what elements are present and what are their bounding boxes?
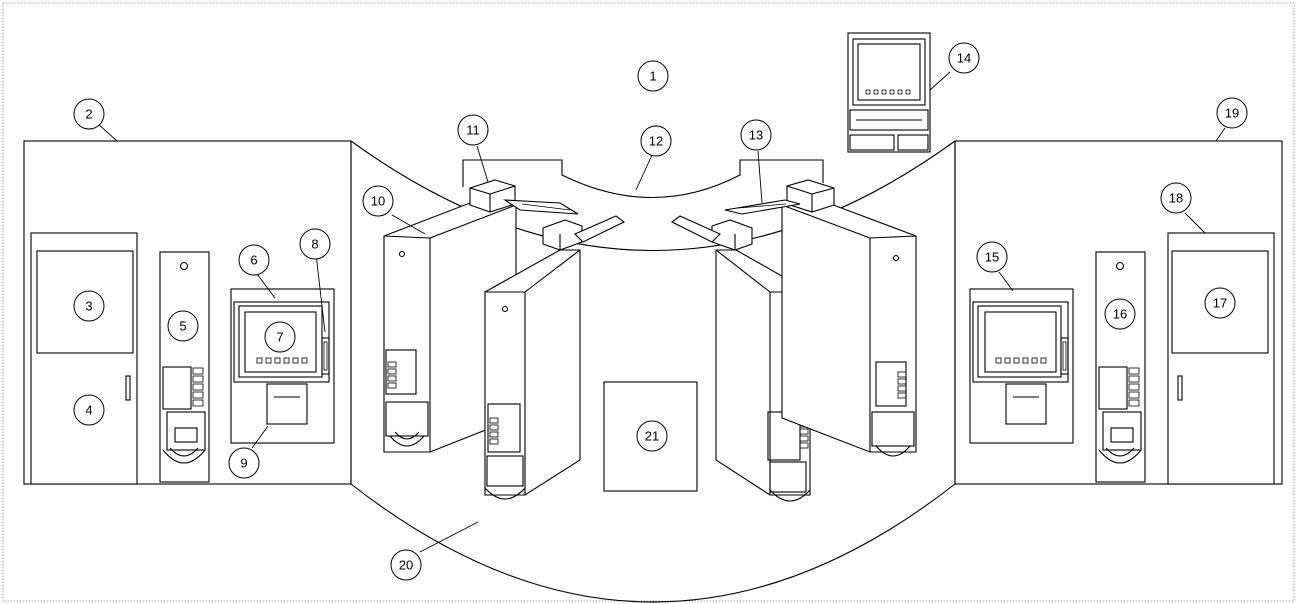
svg-text:9: 9	[240, 456, 247, 471]
callout-6: 6	[238, 244, 270, 276]
right-ceiling-unit	[724, 179, 835, 215]
svg-text:2: 2	[85, 107, 92, 122]
right-cabinet	[1167, 232, 1275, 485]
curved-floor-area	[350, 140, 956, 603]
atm-left-back	[383, 202, 517, 453]
svg-text:20: 20	[399, 558, 413, 573]
callout-17: 17	[1204, 287, 1236, 319]
callout-13: 13	[740, 119, 772, 151]
callout-8: 8	[299, 228, 331, 260]
callout-20: 20	[390, 549, 422, 581]
callout-16: 16	[1104, 298, 1136, 330]
svg-text:6: 6	[250, 253, 257, 268]
callout-3: 3	[73, 290, 105, 322]
right-payment-terminal	[1095, 251, 1146, 483]
svg-text:1: 1	[649, 69, 656, 84]
svg-text:11: 11	[466, 123, 480, 138]
svg-text:8: 8	[311, 237, 318, 252]
callout-2: 2	[73, 98, 105, 130]
callout-21: 21	[636, 420, 668, 452]
svg-text:14: 14	[957, 51, 971, 66]
callout-7: 7	[264, 321, 296, 353]
callout-12: 12	[640, 125, 672, 157]
svg-text:7: 7	[276, 330, 283, 345]
right-kiosk	[969, 288, 1074, 444]
callout-4: 4	[73, 394, 105, 426]
svg-text:18: 18	[1169, 191, 1183, 206]
svg-text:19: 19	[1225, 106, 1239, 121]
callout-10: 10	[362, 185, 394, 217]
callout-14: 14	[948, 42, 980, 74]
svg-text:4: 4	[85, 403, 92, 418]
ceiling-canopy	[462, 159, 824, 270]
atm-right-back	[781, 202, 917, 457]
callout-1: 1	[637, 60, 669, 92]
svg-text:15: 15	[985, 250, 999, 265]
svg-text:17: 17	[1213, 296, 1227, 311]
left-cabinet	[30, 232, 138, 485]
svg-text:16: 16	[1113, 307, 1127, 322]
atm-left-front	[484, 215, 626, 500]
callout-9: 9	[228, 447, 260, 479]
left-kiosk	[230, 288, 335, 444]
leader-lines	[96, 71, 1226, 553]
callout-18: 18	[1160, 182, 1192, 214]
top-kiosk	[847, 32, 931, 153]
left-ceiling-unit	[469, 179, 579, 215]
left-payment-terminal	[159, 251, 210, 483]
callout-5: 5	[167, 310, 199, 342]
svg-text:12: 12	[649, 134, 663, 149]
svg-text:10: 10	[371, 194, 385, 209]
callout-19: 19	[1216, 97, 1248, 129]
svg-text:3: 3	[85, 299, 92, 314]
callout-15: 15	[976, 241, 1008, 273]
svg-text:13: 13	[749, 128, 763, 143]
svg-text:21: 21	[645, 429, 659, 444]
callout-11: 11	[457, 114, 489, 146]
svg-text:5: 5	[179, 319, 186, 334]
